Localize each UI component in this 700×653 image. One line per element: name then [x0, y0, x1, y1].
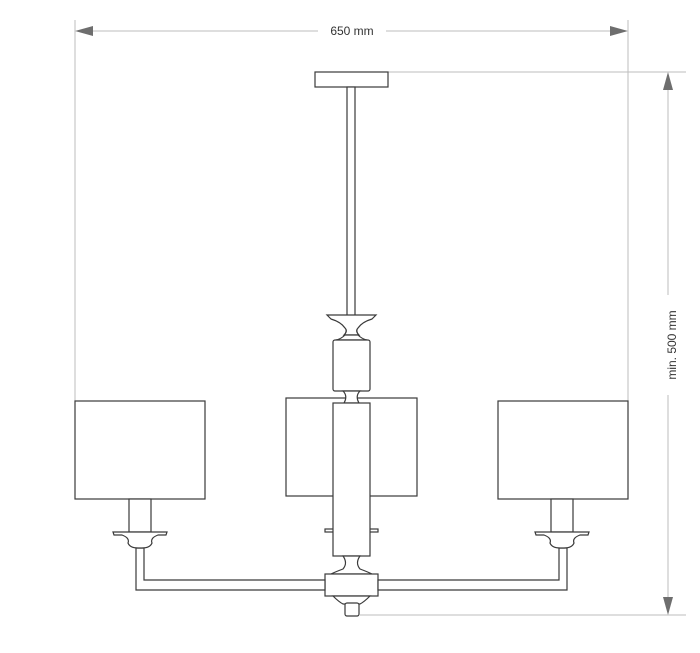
left-arm	[135, 547, 326, 591]
rod	[346, 86, 356, 317]
width-dimension: 650 mm	[74, 20, 629, 401]
arrow-up-icon	[663, 72, 673, 90]
lower-column	[332, 402, 371, 557]
ceiling-plate	[314, 71, 389, 88]
left-lamp	[74, 400, 206, 549]
arrow-down-icon	[663, 597, 673, 615]
arrow-left-icon	[75, 26, 93, 36]
arrow-right-icon	[610, 26, 628, 36]
right-candle	[550, 498, 574, 533]
upper-cylinder	[332, 339, 371, 392]
hub	[324, 573, 379, 597]
right-cup	[534, 531, 590, 549]
height-label: min. 500 mm	[665, 310, 679, 379]
left-candle	[128, 498, 152, 533]
right-shade	[497, 400, 629, 500]
right-arm	[377, 547, 568, 591]
finial	[344, 602, 360, 617]
top-cup	[325, 314, 378, 336]
center-column	[285, 71, 418, 617]
width-label: 650 mm	[330, 24, 373, 38]
left-shade	[74, 400, 206, 500]
right-lamp	[497, 400, 629, 549]
left-cup	[112, 531, 168, 549]
height-dimension: min. 500 mm	[360, 71, 686, 616]
